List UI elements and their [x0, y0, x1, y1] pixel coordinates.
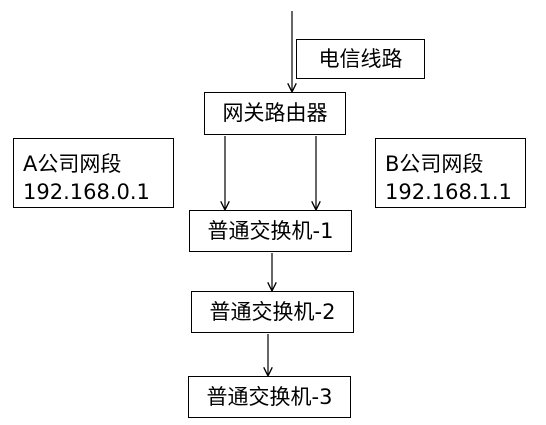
switch-3-box: 普通交换机-3 — [188, 376, 351, 418]
switch-3-label: 普通交换机-3 — [206, 384, 333, 409]
switch-2-label: 普通交换机-2 — [209, 299, 336, 324]
switch-1-label: 普通交换机-1 — [207, 218, 334, 243]
company-b-segment-ip: 192.168.1.1 — [385, 180, 512, 204]
company-b-segment-title: B公司网段 — [385, 152, 484, 176]
switch-2-box: 普通交换机-2 — [191, 291, 354, 333]
switch-1-box: 普通交换机-1 — [189, 210, 352, 252]
gateway-router-label: 网关路由器 — [222, 101, 328, 125]
company-a-segment-title: A公司网段 — [23, 152, 122, 176]
telecom-line-box: 电信线路 — [296, 39, 425, 79]
company-a-segment-ip: 192.168.0.1 — [23, 180, 150, 204]
company-a-segment-box: A公司网段 192.168.0.1 — [13, 138, 174, 208]
company-b-segment-box: B公司网段 192.168.1.1 — [375, 138, 526, 208]
telecom-line-label: 电信线路 — [318, 46, 403, 71]
gateway-router-box: 网关路由器 — [204, 92, 346, 135]
